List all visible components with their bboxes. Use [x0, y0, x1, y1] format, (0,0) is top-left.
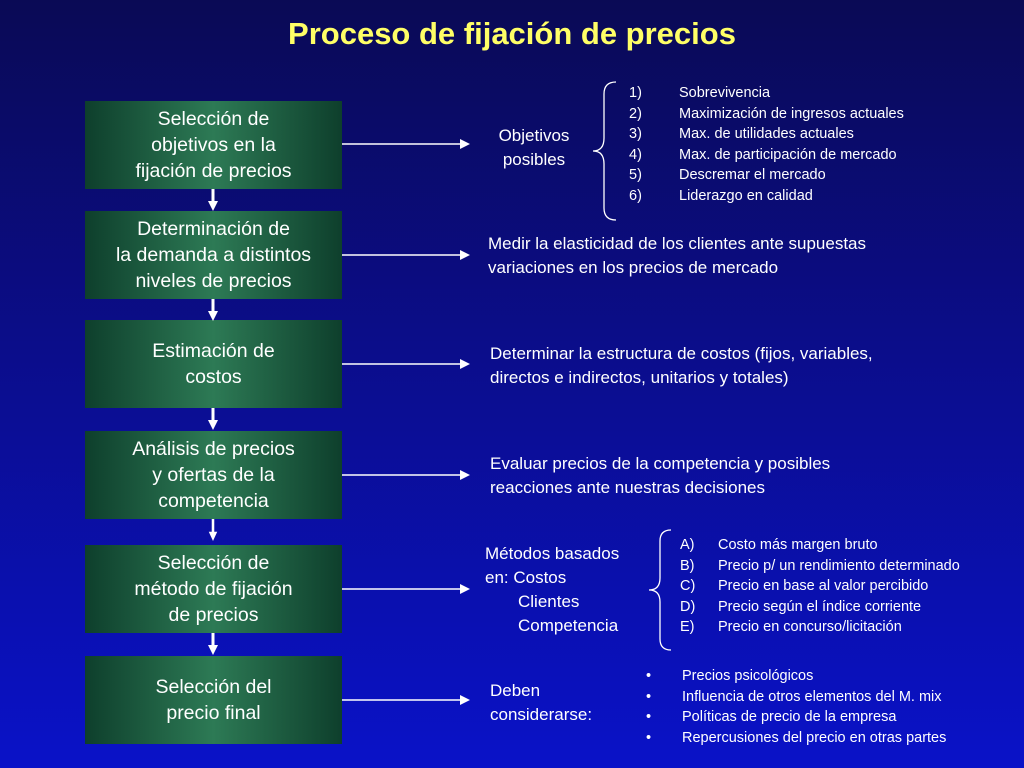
final-label: Deben considerarse:	[490, 681, 593, 724]
right-arrow-2	[342, 250, 470, 260]
list-item: 3)Max. de utilidades actuales	[629, 126, 854, 142]
methods-list: A)Costo más margen bruto B)Precio p/ un …	[680, 535, 960, 638]
list-item: 2)Maximización de ingresos actuales	[629, 105, 904, 122]
down-arrow-2	[208, 299, 218, 321]
down-arrow-5	[208, 633, 218, 655]
step-box-competition: Análisis de precios y ofertas de la comp…	[85, 431, 342, 519]
step-box-objectives: Selección de objetivos en la fijación de…	[85, 101, 342, 189]
list-item: •Precios psicológicos	[646, 668, 814, 684]
methods-line: Competencia	[518, 616, 619, 635]
methods-line: Métodos basados	[485, 544, 620, 563]
list-item: 6)Liderazgo en calidad	[629, 187, 813, 204]
list-item: B)Precio p/ un rendimiento determinado	[680, 557, 960, 574]
methods-brace	[648, 529, 672, 651]
objectives-label: Objetivos posibles	[498, 126, 570, 169]
objectives-list: 1)Sobrevivencia 2)Maximización de ingres…	[629, 83, 904, 206]
list-item: 5)Descremar el mercado	[629, 167, 826, 183]
methods-line: en: Costos	[485, 568, 567, 587]
costs-note: Determinar la estructura de costos (fijo…	[490, 344, 873, 387]
demand-note: Medir la elasticidad de los clientes ant…	[488, 234, 866, 277]
list-item: 4)Max. de participación de mercado	[629, 146, 897, 163]
down-arrow-3	[208, 408, 218, 430]
right-arrow-6	[342, 695, 470, 705]
list-item: •Influencia de otros elementos del M. mi…	[646, 688, 942, 705]
competition-note: Evaluar precios de la competencia y posi…	[490, 454, 831, 497]
list-item: 1)Sobrevivencia	[629, 85, 771, 101]
right-arrow-1	[342, 139, 470, 149]
list-item: E)Precio en concurso/licitación	[680, 619, 902, 635]
step-box-method: Selección de método de fijación de preci…	[85, 545, 342, 633]
list-item: C)Precio en base al valor percibido	[680, 578, 929, 594]
objectives-brace	[592, 81, 617, 221]
list-item: •Políticas de precio de la empresa	[646, 709, 897, 725]
step-box-costs: Estimación de costos	[85, 320, 342, 408]
down-arrow-1	[208, 189, 218, 211]
step-box-final-price: Selección del precio final	[85, 656, 342, 744]
right-arrow-3	[342, 359, 470, 369]
final-list: •Precios psicológicos •Influencia de otr…	[642, 666, 946, 748]
methods-label: Métodos basados en: Costos Clientes Comp…	[485, 542, 619, 638]
down-arrow-4	[208, 519, 218, 541]
right-arrow-4	[342, 470, 470, 480]
right-arrow-5	[342, 584, 470, 594]
step-box-demand: Determinación de la demanda a distintos …	[85, 211, 342, 299]
list-item: D)Precio según el índice corriente	[680, 598, 922, 615]
page-title: Proceso de fijación de precios	[288, 16, 736, 51]
list-item: A)Costo más margen bruto	[680, 537, 878, 553]
list-item: •Repercusiones del precio en otras parte…	[646, 729, 947, 746]
methods-line: Clientes	[518, 592, 580, 611]
